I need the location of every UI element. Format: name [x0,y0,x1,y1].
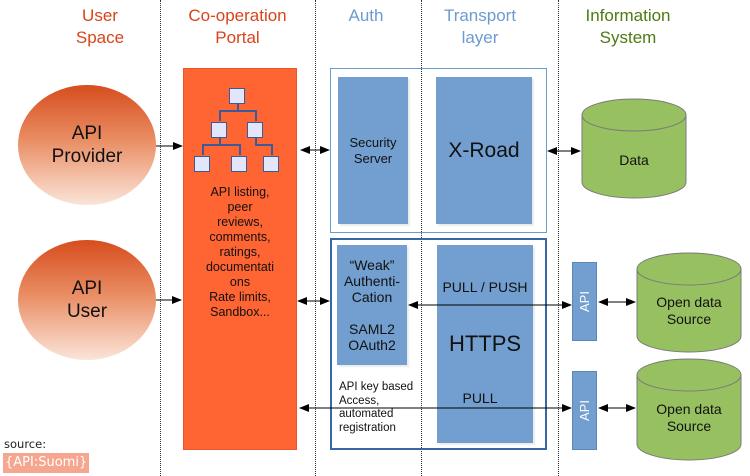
weak-auth-box: “Weak” Authenti- Cation SAML2 OAuth2 [337,245,407,365]
protocol-label: OAuth2 [348,337,396,353]
actor-label: User [66,301,108,322]
source-label: source: [4,437,47,451]
header-line: Space [75,28,125,47]
https-label: HTTPS [448,331,522,356]
feature-line: reviews, [217,215,263,229]
cooperation-portal: API listing, peer reviews, comments, rat… [183,68,297,450]
header-information-system: Information System [568,5,688,49]
box-label: Server [353,150,393,166]
security-server-box: Security Server [338,77,408,224]
header-transport: Transport layer [425,5,535,49]
header-portal: Co-operation Portal [170,5,305,49]
open-data-label-2: Open data Source [636,401,742,435]
header-line: Transport [443,6,517,25]
column-divider-4 [558,0,559,476]
api-label: API [577,400,592,421]
cylinder-text: Source [666,418,712,434]
box-label: “Weak” [349,257,395,273]
cylinder-text: Open data [656,401,722,417]
column-divider-1 [160,0,161,476]
header-line: System [599,28,657,47]
feature-line: ons [229,275,251,289]
api-endpoint-1: API [572,262,597,341]
box-label: X-Road [448,138,520,162]
header-line: layer [461,28,499,47]
feature-line: peer [227,200,253,214]
open-data-cylinder-1 [636,252,742,353]
open-data-cylinder-2 [636,358,742,461]
header-line: Information [585,6,671,25]
header-user-space: User Space [60,5,140,49]
actor-label: API [71,123,103,144]
api-endpoint-2: API [572,371,597,450]
cylinder-text: Source [666,311,712,327]
feature-line: API listing, [210,185,270,199]
note-line: automated [339,408,394,420]
header-line: Portal [215,28,260,47]
xroad-box: X-Road [436,77,532,224]
cylinder-text: Open data [656,294,722,310]
feature-line: Sandbox... [210,305,270,319]
open-data-label-1: Open data Source [636,294,742,328]
actor-label: Provider [51,146,123,167]
api-key-note: API key based Access, automated registra… [339,381,413,435]
box-label: Authenti- [343,273,401,289]
data-cylinder [581,98,687,199]
hierarchy-tree-icon [184,69,296,179]
portal-features: API listing, peer reviews, comments, rat… [184,185,296,320]
api-provider-actor: API Provider [18,85,156,205]
data-label: Data [619,152,649,168]
box-label: Security [349,134,397,150]
note-line: Access, [339,394,380,407]
weak-path-container [330,238,547,450]
feature-line: comments, [209,230,271,244]
feature-line: Rate limits, [209,290,271,304]
source-badge: {API:Suomi} [3,453,90,473]
pull-label: PULL [462,390,498,406]
column-divider-2 [315,0,316,476]
api-label: API [577,291,592,312]
pull-push-label: PULL / PUSH [442,279,528,295]
actor-label: API [71,278,103,299]
header-auth: Auth [326,5,406,27]
api-user-actor: API User [18,240,156,360]
note-line: registration [339,421,396,434]
protocol-label: SAML2 [349,321,395,337]
header-line: Auth [348,6,384,25]
feature-line: documentati [205,260,275,274]
header-line: User [82,6,118,25]
feature-line: ratings, [219,245,261,259]
note-line: API key based [339,381,414,393]
strong-path-container [330,68,547,233]
box-label: Cation [351,289,393,305]
header-line: Co-operation [188,6,287,25]
